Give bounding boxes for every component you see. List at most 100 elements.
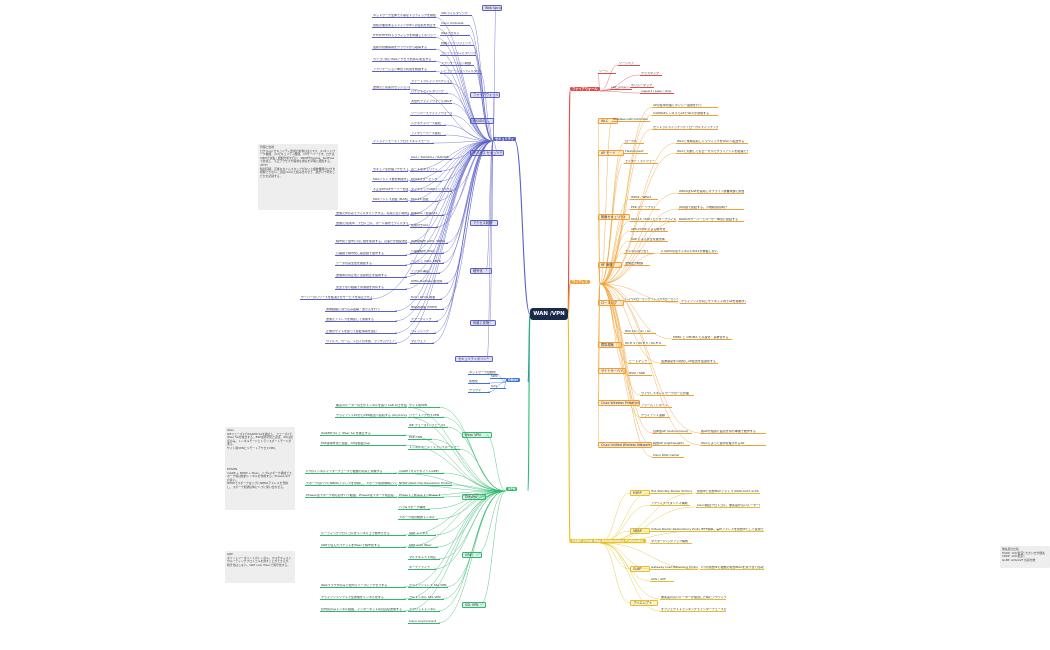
leaf-node[interactable]: Wi-Fi 4 / Wi-Fi 5 / Wi-Fi 6 bbox=[624, 342, 666, 347]
topic-node[interactable]: AP モード bbox=[598, 150, 624, 157]
leaf-node[interactable]: WLCと切断してもローカルでクライアントを処理できる bbox=[676, 150, 748, 155]
leaf-node[interactable]: アノマリーベース検知 bbox=[410, 132, 446, 137]
leaf-node[interactable]: ゾーンベースファイアウォール bbox=[410, 112, 452, 117]
leaf-node[interactable]: 802.11n / ac / ax bbox=[624, 330, 656, 335]
leaf-node[interactable]: トンネルモード / トランスポートモード bbox=[408, 446, 460, 451]
leaf-node[interactable]: URLフィルタリング bbox=[440, 12, 472, 17]
leaf-node[interactable]: 共有鍵で認証する。小規模環境向け bbox=[678, 206, 744, 211]
leaf-node[interactable]: データの完全性を確認する bbox=[335, 262, 407, 267]
leaf-node[interactable]: SAE による安全な鍵交換 bbox=[630, 238, 668, 243]
branch-hsrp[interactable]: HSRP (First Hop Redundancy Protocols) bbox=[570, 539, 646, 544]
leaf-node[interactable]: マルウェア bbox=[410, 340, 434, 345]
leaf-node[interactable]: アプリケーション単位で利用を制御する bbox=[372, 68, 436, 73]
leaf-node[interactable]: ローカル bbox=[624, 140, 644, 145]
leaf-node[interactable]: シグネチャベース検知 bbox=[410, 122, 446, 127]
leaf-node[interactable]: IETF標準。実IPアドレスを仮想IPとして使用できる bbox=[700, 528, 764, 533]
leaf-node[interactable]: クライアントレス SSL VPN bbox=[408, 584, 448, 589]
leaf-node[interactable]: GRE トンネル bbox=[408, 532, 436, 537]
leaf-node[interactable]: クライアントソフトで全通信をトンネル化する bbox=[320, 596, 406, 601]
leaf-node[interactable]: 2.4GHz帯はチャネル1/6/11が重複しない bbox=[660, 250, 718, 255]
leaf-node[interactable]: Phase1はスポーク間も必ずハブ経由、Phase2はスポーク間直接、Phase… bbox=[305, 494, 397, 499]
leaf-node[interactable]: 暗号化と復号に同じ鍵を使用する。高速だが鍵配送が課題 bbox=[335, 240, 407, 245]
leaf-node[interactable]: リモートアクセスVPN bbox=[408, 414, 444, 419]
leaf-node[interactable]: 各APが個別に設定を持ち単独で動作する bbox=[700, 430, 766, 435]
leaf-node[interactable]: モニター / スニファー bbox=[624, 160, 658, 165]
leaf-node[interactable]: スポークはハブにNBMAアドレスを登録し、スポーク間通信時にハブに問い合わせる bbox=[305, 482, 397, 487]
leaf-node[interactable]: フルトンネル SSL VPN bbox=[408, 596, 444, 601]
branch-security[interactable]: セキュリティ bbox=[493, 137, 516, 142]
leaf-node[interactable]: サーバーのリソースを枯渇させサービスを停止させる bbox=[300, 296, 372, 301]
leaf-node[interactable]: 送信出力制御 bbox=[624, 262, 650, 267]
branch-firewall[interactable]: ファイアウォール bbox=[570, 87, 600, 92]
leaf-node[interactable]: mGRE (マルチポイントGRE) bbox=[398, 470, 444, 475]
leaf-node[interactable]: AVG / AVF bbox=[650, 578, 674, 583]
leaf-node[interactable]: DHCPスヌーピング bbox=[410, 178, 442, 183]
leaf-node[interactable]: 1つのトンネルインターフェースで複数の宛先と通信する bbox=[305, 470, 397, 475]
topic-node[interactable]: Cisco Wireless Prime Infra bbox=[598, 400, 640, 407]
leaf-node[interactable]: インラインモード / プロミスキャスモード bbox=[372, 140, 434, 145]
leaf-node[interactable]: 中間者攻撃 (MITM) bbox=[410, 306, 444, 311]
topic-node[interactable]: 脅威と攻撃 bbox=[470, 320, 496, 327]
leaf-node[interactable]: ハッシュ (SHA, MD5) bbox=[410, 260, 444, 265]
leaf-node[interactable]: 社内宛のみトンネル経由、インターネット宛は直接送信する bbox=[320, 608, 406, 613]
leaf-node[interactable]: レピュテーションフィルタリング bbox=[440, 70, 482, 75]
leaf-node[interactable]: APの集中管理とポリシー適用を行う bbox=[652, 104, 718, 109]
leaf-node[interactable]: チャネル割り当て bbox=[624, 250, 654, 255]
topic-node[interactable]: プリエンプト bbox=[630, 600, 658, 607]
leaf-node[interactable]: IKE フェーズ1 / フェーズ2 bbox=[408, 424, 448, 429]
leaf-node[interactable]: FlexConnect bbox=[624, 150, 648, 155]
leaf-node[interactable]: 802.1X 認証 bbox=[410, 198, 438, 203]
leaf-node[interactable]: ワイヤレスネットワークの一元管理 bbox=[640, 392, 694, 397]
leaf-node[interactable]: 送信元アドレスを偽装して通信する bbox=[325, 318, 397, 323]
topic-node[interactable]: HSRP bbox=[630, 490, 650, 497]
leaf-node[interactable]: Diffie-Hellman 鍵交換 bbox=[410, 280, 448, 285]
leaf-node[interactable]: 標準ACL / 拡張ACL bbox=[410, 212, 444, 217]
leaf-node[interactable]: inspect / pass / drop bbox=[640, 90, 674, 95]
topic-node[interactable]: 標準規格 bbox=[598, 342, 622, 349]
topic-node[interactable]: アクセス制御 bbox=[470, 220, 498, 227]
leaf-node[interactable]: MIMO と OFDMA で高速化・多重化する bbox=[672, 336, 732, 341]
leaf-node[interactable]: Cisco Umbrella bbox=[440, 22, 470, 27]
leaf-node[interactable]: セキュアな管理アクセス (SSH) bbox=[372, 168, 408, 173]
leaf-node[interactable]: 最新の脅威情報をクラウドから取得する bbox=[372, 46, 436, 51]
leaf-node[interactable]: フィッシング bbox=[410, 330, 436, 335]
leaf-node[interactable]: 次世代ファイアウォール(NGFW) bbox=[410, 100, 452, 105]
leaf-node[interactable]: マスター/バックアップ構成 bbox=[650, 540, 692, 545]
leaf-node[interactable]: 送信元IPのみでフィルタリングする。宛先に近い場所に配置する bbox=[335, 212, 409, 217]
topic-node[interactable]: デバイス セキュリティ bbox=[470, 150, 504, 157]
leaf-node[interactable]: 1つの仮想IPに複数の仮想MACを割り当て負荷分散する bbox=[700, 566, 764, 571]
leaf-node[interactable]: ウイルス、ワーム、トロイの木馬、ランサムウェア bbox=[325, 340, 397, 345]
topic-node[interactable]: ファイアウォール bbox=[470, 92, 500, 99]
leaf-node[interactable]: self ゾーン bbox=[610, 86, 632, 91]
leaf-node[interactable]: 802.1X / EAP (エンタープライズ) bbox=[630, 218, 676, 223]
leaf-node[interactable]: 送信元と宛先のセッション状態を追跡し戻りの通信を許可する bbox=[372, 86, 410, 91]
topic-node[interactable]: Cisco Unified Wireless Network Architect… bbox=[598, 442, 652, 449]
leaf-node[interactable]: Phase 1 / Phase 2 / Phase 3 bbox=[398, 494, 444, 499]
branch-iwan[interactable]: ワイアレス bbox=[570, 280, 590, 285]
leaf-node[interactable]: ダイナミックARPインスペクション bbox=[410, 188, 452, 193]
leaf-node[interactable]: アクティブ/スタンバイ構成 bbox=[650, 502, 690, 507]
leaf-node[interactable]: 拠点のルーター同士がトンネルを張り LAN 同士を接続する bbox=[335, 404, 407, 409]
leaf-node[interactable]: PSK (パーソナル) bbox=[630, 206, 660, 211]
leaf-node[interactable]: MACアドレス数を制限する bbox=[372, 178, 408, 183]
leaf-node[interactable]: 公開鍵で暗号化し秘密鍵で復号する bbox=[335, 252, 407, 257]
leaf-node[interactable]: ヒートマップ bbox=[628, 360, 652, 365]
leaf-node[interactable]: ステートフルインスペクション bbox=[410, 80, 452, 85]
leaf-node[interactable]: パケットフィルタリング bbox=[410, 90, 448, 95]
topic-node[interactable]: IPsec VPN bbox=[462, 432, 492, 439]
leaf-node[interactable]: ハブ&スポーク構成 bbox=[398, 506, 430, 511]
leaf-node[interactable]: サイト間VPN bbox=[408, 404, 440, 409]
topic-node[interactable]: GLBP bbox=[630, 566, 650, 573]
leaf-node[interactable]: Hot Standby Router Protocol bbox=[650, 490, 692, 495]
leaf-node[interactable]: Webプロキシ bbox=[440, 32, 470, 37]
leaf-node[interactable]: 優先度の高いルーターが復旧した時にアクティブを奪い返す bbox=[660, 596, 726, 601]
leaf-node[interactable]: WLCと常時接続しトラフィックをWLCへ転送する bbox=[676, 140, 748, 145]
leaf-node[interactable]: アプリケーション制御 bbox=[440, 62, 474, 67]
topic-node[interactable]: DMVPN bbox=[462, 494, 486, 501]
leaf-node[interactable]: ルーティングプロトコルをトンネル上で動作させる bbox=[320, 532, 406, 537]
leaf-node[interactable]: オブジェクトトラッキングでインターフェースの状態を監視する bbox=[660, 608, 726, 613]
leaf-node[interactable]: カテゴリ別にWebアクセスを許可/拒否する bbox=[372, 58, 436, 63]
leaf-node[interactable]: GREで包んだパケットをIPsecで暗号化する bbox=[320, 544, 406, 549]
leaf-node[interactable]: 仮想IPと仮想MACアドレス 0000.0c07.acXX bbox=[696, 490, 760, 495]
leaf-node[interactable]: 電波強度を可視化しAP配置を最適化する bbox=[660, 360, 718, 365]
